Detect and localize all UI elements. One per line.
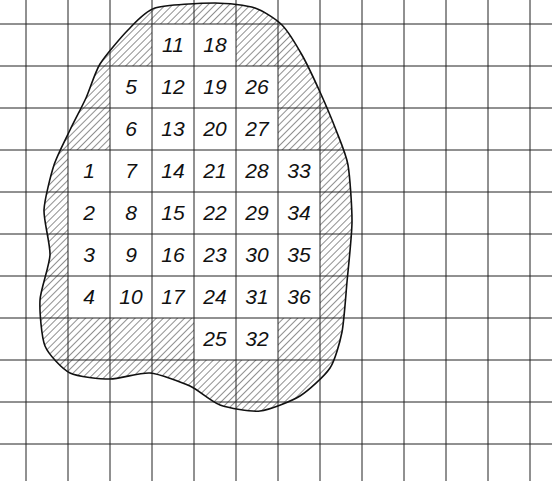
square-number: 16 [152, 234, 194, 276]
square-number: 13 [152, 108, 194, 150]
whole-square [194, 66, 236, 108]
whole-square [68, 234, 110, 276]
grid-line [26, 0, 27, 481]
square-number: 21 [194, 150, 236, 192]
square-number: 11 [152, 24, 194, 66]
square-number: 28 [236, 150, 278, 192]
square-number: 24 [194, 276, 236, 318]
whole-square [152, 66, 194, 108]
grid-line [0, 360, 552, 361]
square-number: 35 [278, 234, 320, 276]
square-number: 36 [278, 276, 320, 318]
whole-square [110, 150, 152, 192]
whole-square [278, 192, 320, 234]
whole-square [152, 192, 194, 234]
square-number: 3 [68, 234, 110, 276]
square-number: 12 [152, 66, 194, 108]
whole-square [152, 108, 194, 150]
whole-square [278, 150, 320, 192]
square-number: 33 [278, 150, 320, 192]
whole-square [110, 192, 152, 234]
grid-line [0, 318, 552, 319]
grid-line [152, 0, 153, 481]
square-number: 7 [110, 150, 152, 192]
square-number: 8 [110, 192, 152, 234]
square-number: 22 [194, 192, 236, 234]
grid-line [446, 0, 447, 481]
whole-square [152, 24, 194, 66]
grid-line [0, 192, 552, 193]
square-number: 19 [194, 66, 236, 108]
square-number: 9 [110, 234, 152, 276]
square-number: 34 [278, 192, 320, 234]
grid-line [0, 66, 552, 67]
grid-line [0, 108, 552, 109]
square-number: 25 [194, 318, 236, 360]
whole-square [278, 234, 320, 276]
grid-line [320, 0, 321, 481]
square-number: 30 [236, 234, 278, 276]
square-number: 31 [236, 276, 278, 318]
grid-line [278, 0, 279, 481]
whole-square [152, 234, 194, 276]
grid-line [0, 150, 552, 151]
area-outline [40, 3, 352, 411]
whole-square [110, 234, 152, 276]
grid-line [0, 234, 552, 235]
square-number: 1 [68, 150, 110, 192]
square-number: 6 [110, 108, 152, 150]
grid-line [110, 0, 111, 481]
whole-square [236, 234, 278, 276]
grid-line [362, 0, 363, 481]
whole-square [194, 192, 236, 234]
whole-square [194, 234, 236, 276]
whole-square [68, 150, 110, 192]
whole-square [110, 276, 152, 318]
square-number: 27 [236, 108, 278, 150]
square-number: 15 [152, 192, 194, 234]
grid-line [194, 0, 195, 481]
square-number: 23 [194, 234, 236, 276]
square-number: 5 [110, 66, 152, 108]
whole-square [194, 24, 236, 66]
square-number: 32 [236, 318, 278, 360]
whole-square [110, 66, 152, 108]
grid-line [530, 0, 531, 481]
square-number: 4 [68, 276, 110, 318]
whole-square [68, 192, 110, 234]
square-number: 2 [68, 192, 110, 234]
whole-square [68, 276, 110, 318]
grid-line [0, 24, 552, 25]
whole-square [236, 150, 278, 192]
square-number: 17 [152, 276, 194, 318]
whole-square [194, 276, 236, 318]
grid-line [404, 0, 405, 481]
grid-line [0, 276, 552, 277]
grid-line [0, 444, 552, 445]
square-number: 14 [152, 150, 194, 192]
whole-square [278, 276, 320, 318]
hatched-region [40, 3, 352, 411]
whole-square [152, 150, 194, 192]
square-number: 26 [236, 66, 278, 108]
whole-square [236, 66, 278, 108]
whole-square [236, 276, 278, 318]
grid-line [68, 0, 69, 481]
whole-square [194, 150, 236, 192]
square-number: 20 [194, 108, 236, 150]
whole-square [236, 108, 278, 150]
whole-square [194, 318, 236, 360]
whole-square [152, 276, 194, 318]
whole-square [236, 192, 278, 234]
square-number: 10 [110, 276, 152, 318]
grid-line [488, 0, 489, 481]
square-number: 29 [236, 192, 278, 234]
grid-line [0, 402, 552, 403]
whole-square [236, 318, 278, 360]
whole-square [194, 108, 236, 150]
whole-square [110, 108, 152, 150]
square-number: 18 [194, 24, 236, 66]
